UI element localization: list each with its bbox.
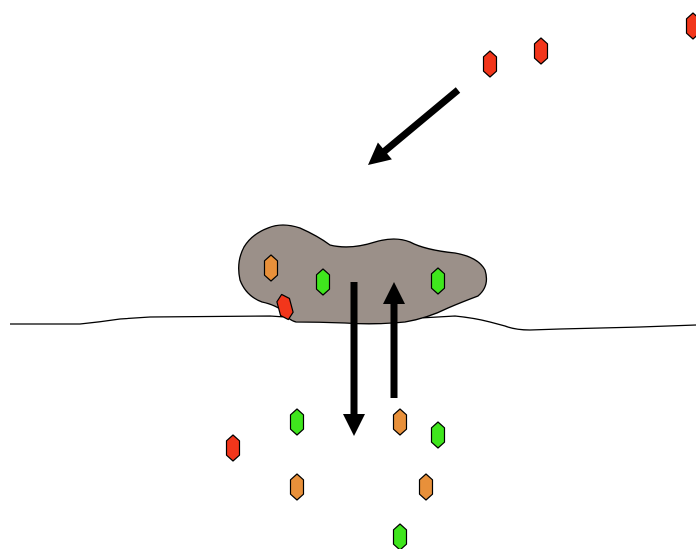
particle-red (685, 12, 696, 40)
particle-orange (289, 473, 305, 501)
particle-orange (392, 408, 408, 436)
particles-layer (225, 12, 696, 549)
particle-red (276, 293, 294, 321)
arrow-incoming-diagonal (368, 87, 461, 165)
particle-green (430, 421, 446, 449)
particle-green (315, 268, 331, 296)
arrow-downward-leaching (343, 282, 365, 436)
particle-green (430, 267, 446, 295)
particle-green (392, 523, 408, 549)
particle-red (225, 434, 241, 462)
arrow-upward-return (383, 282, 405, 398)
particle-orange (263, 254, 279, 282)
particle-green (289, 408, 305, 436)
particle-red (482, 50, 498, 78)
particle-orange (418, 473, 434, 501)
particle-red (533, 37, 549, 65)
arrows-layer (343, 87, 461, 436)
